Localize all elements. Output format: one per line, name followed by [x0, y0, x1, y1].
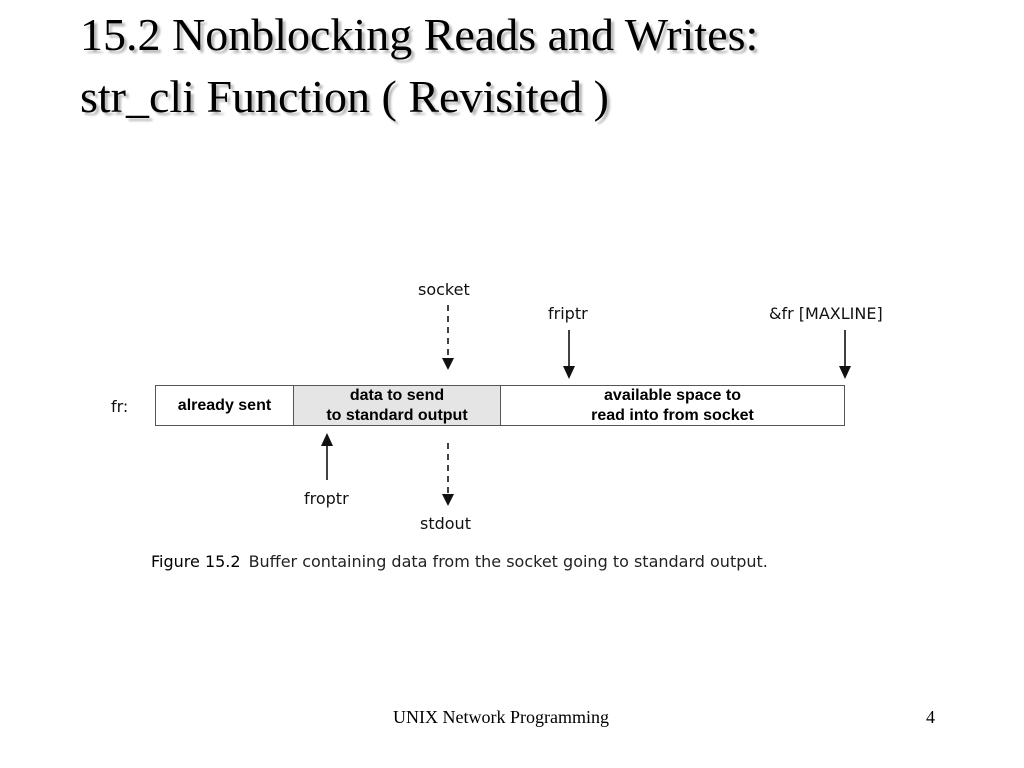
segment-available-space: available space to read into from socket [501, 386, 844, 425]
page-number: 4 [926, 707, 935, 727]
socket-label: socket [418, 280, 470, 299]
friptr-label: friptr [548, 304, 588, 323]
slide-title: 15.2 Nonblocking Reads and Writes: str_c… [80, 4, 758, 128]
segment-data-to-send: data to send to standard output [294, 386, 501, 425]
slide-title-line-1: 15.2 Nonblocking Reads and Writes: [80, 9, 759, 60]
buffer-box: already sent data to send to standard ou… [155, 385, 845, 426]
segment-available-space-line-2: read into from socket [591, 406, 754, 424]
froptr-arrowhead [321, 433, 333, 446]
stdout-label: stdout [420, 514, 471, 533]
slide-title-line-2: str_cli Function ( Revisited ) [80, 71, 609, 122]
segment-already-sent: already sent [156, 386, 294, 425]
maxline-label: &fr [MAXLINE] [769, 304, 883, 323]
figure-caption: Figure 15.2 Buffer containing data from t… [151, 552, 768, 571]
footer-course-title: UNIX Network Programming [393, 707, 609, 727]
segment-data-to-send-line-1: data to send [349, 386, 445, 404]
socket-arrowhead [442, 358, 454, 370]
friptr-arrowhead [563, 366, 575, 379]
segment-data-to-send-line-2: to standard output [326, 406, 468, 424]
segment-already-sent-text: already sent [177, 396, 272, 414]
figure-number: Figure 15.2 [151, 552, 241, 571]
maxline-arrowhead [839, 366, 851, 379]
segment-available-space-line-1: available space to [604, 386, 741, 404]
froptr-label: froptr [304, 489, 349, 508]
buffer-name-label: fr: [111, 397, 129, 416]
figure-caption-text: Buffer containing data from the socket g… [248, 552, 768, 571]
stdout-arrowhead [442, 494, 454, 506]
